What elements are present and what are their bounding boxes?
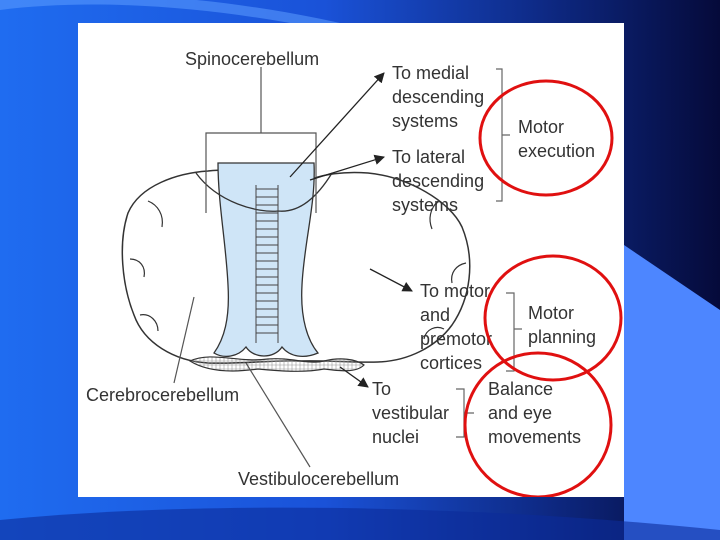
highlight-circle-execution	[478, 79, 614, 197]
vermis	[213, 162, 320, 358]
cerebellum-fold	[429, 200, 439, 230]
background-swoosh-bottom	[0, 507, 720, 540]
label-spinocerebellum: Spinocerebellum	[185, 49, 319, 69]
cerebellum-fold	[129, 258, 145, 278]
cerebellum-fold	[147, 200, 163, 228]
cerebellum-fold	[423, 326, 445, 340]
figure-panel: Spinocerebellum Cerebrocerebellum Vestib…	[78, 23, 624, 497]
label-to-motor-cortex: To motor and premotor cortices	[420, 281, 497, 373]
label-balance: Balance and eye movements	[488, 379, 581, 447]
highlight-circle-balance	[463, 351, 613, 497]
arrow-to-vestibular	[339, 366, 369, 388]
label-to-medial: To medial descending systems	[392, 63, 489, 131]
bracket-planning	[506, 292, 522, 372]
cerebellum-fold	[139, 314, 159, 332]
label-motor-execution: Motor execution	[518, 117, 595, 161]
arrow-to-lateral	[309, 154, 385, 181]
label-vestibulocerebellum: Vestibulocerebellum	[238, 469, 399, 489]
cerebellum-diagram: Spinocerebellum Cerebrocerebellum Vestib…	[86, 49, 623, 497]
label-cerebrocerebellum: Cerebrocerebellum	[86, 385, 239, 405]
arrow-to-medial	[289, 72, 385, 178]
arrow-to-motor-cortex	[369, 268, 413, 292]
label-to-lateral: To lateral descending systems	[392, 147, 489, 215]
highlight-circle-planning	[483, 254, 623, 382]
cerebrocerebellum-leader	[173, 296, 195, 384]
label-motor-planning: Motor planning	[528, 303, 596, 347]
vermis-folia	[255, 185, 279, 343]
background-wedge-right	[624, 245, 720, 540]
vestibulocerebellum-leader	[245, 362, 311, 468]
cerebellum-fold	[451, 262, 467, 284]
label-to-vestibular: To vestibular nuclei	[372, 379, 454, 447]
flocculonodular-lobe	[188, 356, 365, 372]
bracket-execution	[496, 68, 510, 202]
